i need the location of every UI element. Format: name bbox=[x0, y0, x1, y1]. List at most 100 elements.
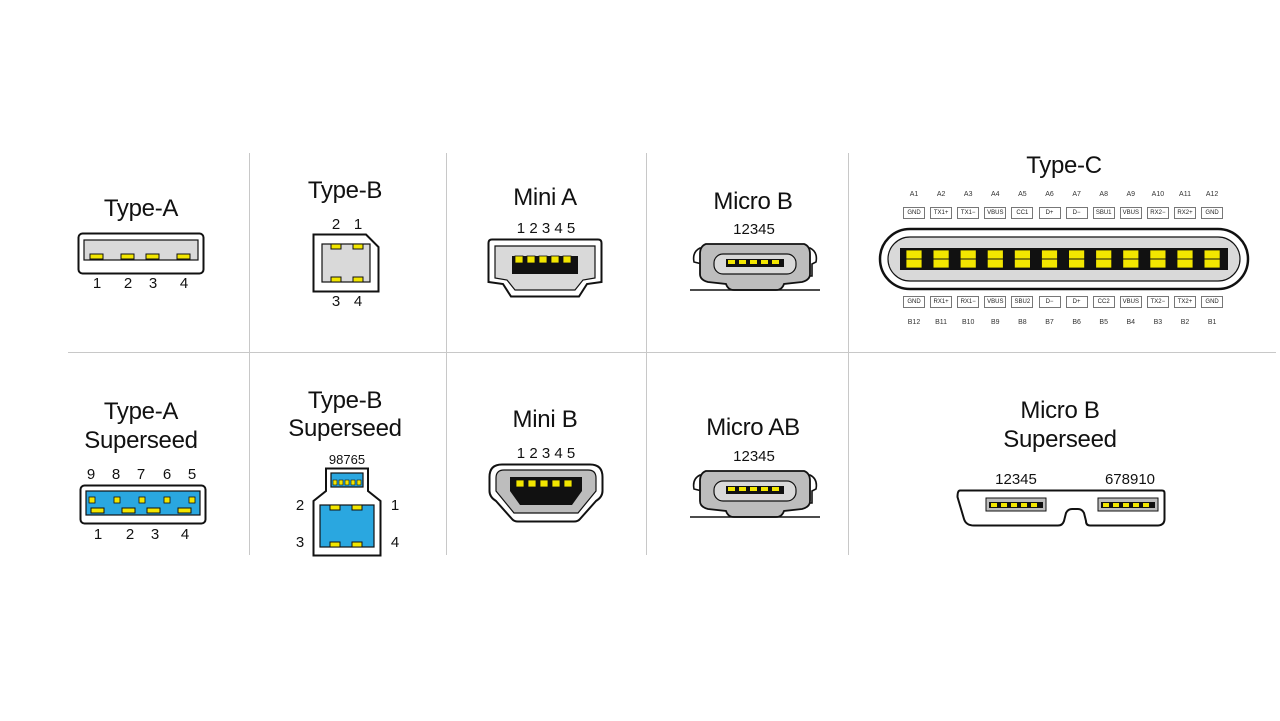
pin-label: 1 bbox=[353, 216, 363, 233]
type-a-title: Type-A bbox=[103, 195, 179, 222]
pin-signal-label: RX2− bbox=[1146, 207, 1169, 219]
micro-ab-connector bbox=[690, 470, 820, 518]
pin-label: 2 bbox=[123, 275, 133, 292]
pin-label: 4 bbox=[180, 526, 190, 543]
pin-id-label: B6 bbox=[1072, 319, 1081, 326]
micro-ab-title: Micro AB bbox=[706, 414, 800, 441]
pin-label: 2 bbox=[331, 216, 341, 233]
pin-label: 7 bbox=[136, 466, 146, 483]
type-c-connector bbox=[878, 227, 1250, 291]
pin-label: 3 bbox=[331, 293, 341, 310]
pin-id-label: A4 bbox=[991, 191, 1000, 198]
pin-signal-label: GND bbox=[903, 296, 925, 308]
type-a-superseed-title: Superseed bbox=[84, 427, 198, 454]
pin-signal-label: VBUS bbox=[1119, 207, 1142, 219]
pin-id-label: B2 bbox=[1180, 319, 1190, 326]
pin-signal-label: RX2+ bbox=[1174, 207, 1196, 219]
pin-signal-label: TX2+ bbox=[1174, 296, 1196, 308]
pin-label: 4 bbox=[179, 275, 189, 292]
mini-b-title: Mini B bbox=[512, 406, 578, 433]
pin-signal-label: D− bbox=[1065, 207, 1088, 219]
pin-signal-label: CC2 bbox=[1092, 296, 1115, 308]
pin-id-label: B4 bbox=[1126, 319, 1136, 326]
grid-divider bbox=[646, 153, 647, 555]
pin-label: 1 bbox=[92, 275, 102, 292]
micro-b-connector bbox=[690, 243, 820, 291]
pin-row-label: 98765 bbox=[328, 452, 366, 467]
pin-label: 3 bbox=[150, 526, 160, 543]
grid-divider bbox=[249, 153, 250, 555]
pin-id-label: B5 bbox=[1099, 319, 1108, 326]
micro-b-superseed-connector bbox=[956, 489, 1166, 527]
type-b-superseed-connector bbox=[312, 467, 382, 557]
pin-id-label: A1 bbox=[909, 191, 919, 198]
pin-signal-label: VBUS bbox=[1119, 296, 1142, 308]
pin-signal-label: SBU1 bbox=[1092, 207, 1115, 219]
pin-label: 3 bbox=[295, 534, 305, 551]
pin-label: 2 bbox=[125, 526, 135, 543]
type-b-title: Type-B bbox=[307, 177, 383, 204]
grid-divider bbox=[848, 153, 849, 555]
pin-id-label: B12 bbox=[907, 319, 921, 326]
type-c-title: Type-C bbox=[1026, 152, 1102, 179]
pin-signal-label: D− bbox=[1038, 296, 1061, 308]
pin-row-label: 12345 bbox=[995, 471, 1037, 488]
pin-signal-label: GND bbox=[1201, 207, 1224, 219]
pin-signal-label: TX1+ bbox=[930, 207, 953, 219]
pin-signal-label: GND bbox=[903, 207, 925, 219]
grid-divider bbox=[68, 352, 1276, 353]
pin-row-label: 1 2 3 4 5 bbox=[516, 445, 576, 462]
micro-b-superseed-title: Superseed bbox=[1003, 426, 1117, 453]
pin-signal-label: TX2− bbox=[1146, 296, 1169, 308]
pin-label: 4 bbox=[353, 293, 363, 310]
type-b-superseed-title: Superseed bbox=[288, 415, 402, 442]
micro-b-superseed-title: Micro B bbox=[1020, 397, 1100, 424]
type-a-connector bbox=[77, 232, 205, 275]
pin-id-label: A8 bbox=[1099, 191, 1108, 198]
pin-signal-label: RX1− bbox=[957, 296, 980, 308]
mini-a-title: Mini A bbox=[513, 184, 577, 211]
pin-signal-label: GND bbox=[1201, 296, 1224, 308]
pin-id-label: A7 bbox=[1072, 191, 1081, 198]
pin-id-label: A12 bbox=[1205, 191, 1219, 198]
pin-row-label: 678910 bbox=[1104, 471, 1156, 488]
pin-signal-label: D+ bbox=[1065, 296, 1088, 308]
pin-id-label: A10 bbox=[1151, 191, 1165, 198]
pin-label: 4 bbox=[390, 534, 400, 551]
pin-id-label: B10 bbox=[961, 319, 975, 326]
pin-signal-label: CC1 bbox=[1011, 207, 1034, 219]
pin-signal-label: RX1+ bbox=[930, 296, 953, 308]
pin-id-label: A9 bbox=[1126, 191, 1136, 198]
pin-id-label: A6 bbox=[1045, 191, 1054, 198]
pin-label: 8 bbox=[111, 466, 121, 483]
pin-id-label: A11 bbox=[1179, 191, 1191, 198]
pin-id-label: B9 bbox=[991, 319, 1000, 326]
mini-a-connector bbox=[487, 238, 603, 298]
pin-label: 2 bbox=[295, 497, 305, 514]
pin-signal-label: TX1− bbox=[957, 207, 980, 219]
pin-label: 1 bbox=[93, 526, 103, 543]
pin-label: 6 bbox=[162, 466, 172, 483]
pin-id-label: B11 bbox=[935, 319, 948, 326]
pin-label: 5 bbox=[187, 466, 197, 483]
pin-id-label: B8 bbox=[1018, 319, 1027, 326]
pin-signal-label: SBU2 bbox=[1011, 296, 1034, 308]
pin-id-label: A3 bbox=[963, 191, 973, 198]
pin-id-label: B3 bbox=[1153, 319, 1163, 326]
pin-id-label: B7 bbox=[1045, 319, 1054, 326]
type-a-superseed-title: Type-A bbox=[103, 398, 179, 425]
pin-id-label: B1 bbox=[1207, 319, 1217, 326]
mini-b-connector bbox=[488, 463, 604, 523]
pin-row-label: 12345 bbox=[733, 448, 775, 465]
pin-signal-label: D+ bbox=[1038, 207, 1061, 219]
pin-label: 9 bbox=[86, 466, 96, 483]
pin-label: 1 bbox=[390, 497, 400, 514]
pin-id-label: A2 bbox=[936, 191, 946, 198]
type-a-superseed-connector bbox=[79, 484, 207, 525]
pin-id-label: A5 bbox=[1018, 191, 1027, 198]
micro-b-title: Micro B bbox=[713, 188, 793, 215]
type-b-superseed-title: Type-B bbox=[307, 387, 383, 414]
grid-divider bbox=[446, 153, 447, 555]
pin-signal-label: VBUS bbox=[984, 296, 1007, 308]
type-b-connector bbox=[312, 233, 380, 293]
